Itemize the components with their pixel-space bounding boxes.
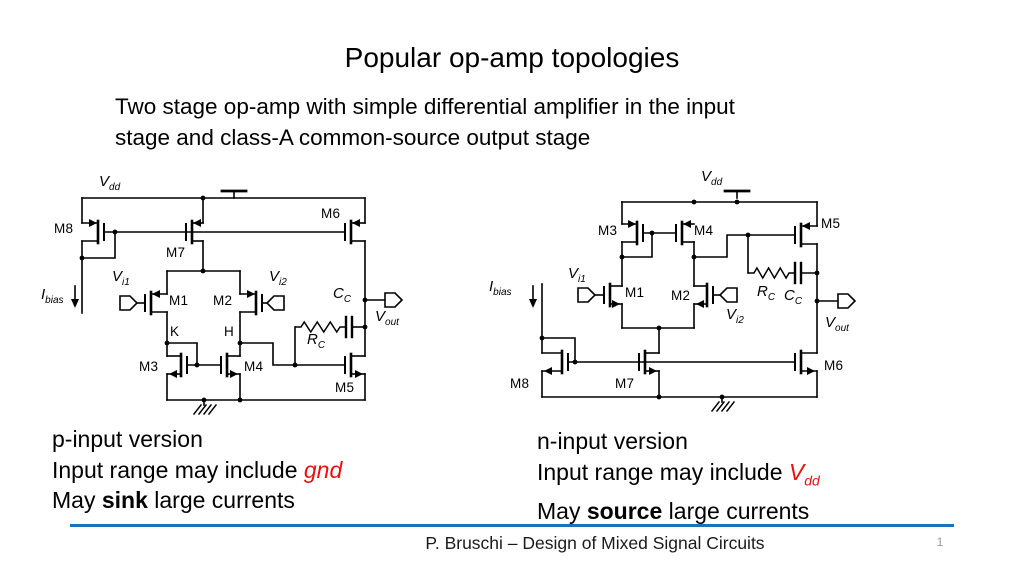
label-left-m1: M1 <box>169 293 189 308</box>
label-left-m6: M6 <box>321 206 341 221</box>
caption-line: Input range may include Vdd <box>537 458 820 489</box>
label-right-ibias: Ibias <box>489 278 512 298</box>
right-circuit-caption: n-input version Input range may include … <box>537 426 820 526</box>
subtitle-line-1: Two stage op-amp with simple differentia… <box>115 94 735 119</box>
label-right-m5: M5 <box>821 216 841 231</box>
slide-subtitle: Two stage op-amp with simple differentia… <box>115 91 735 153</box>
label-left-m8: M8 <box>54 221 74 236</box>
label-right-m4: M4 <box>694 223 714 238</box>
label-right-vi2: Vi2 <box>726 306 744 326</box>
caption-line: Input range may include gnd <box>52 456 343 483</box>
label-right-m6: M6 <box>824 358 844 373</box>
caption-line: May sink large currents <box>52 487 295 513</box>
label-left-rc: RC <box>307 331 326 351</box>
label-right-m2: M2 <box>671 288 691 303</box>
vdd-highlight: Vdd <box>788 458 820 489</box>
label-right-vout: Vout <box>825 314 849 334</box>
label-left-vi1: Vi1 <box>112 268 130 288</box>
label-left-m4: M4 <box>244 359 264 374</box>
footer-divider <box>70 524 954 527</box>
caption-line: n-input version <box>537 428 688 454</box>
right-circuit-schematic <box>529 189 857 413</box>
caption-line: p-input version <box>52 426 203 452</box>
label-right-m7: M7 <box>615 376 635 391</box>
label-left-node-h: H <box>224 324 234 339</box>
left-circuit-caption: p-input version Input range may include … <box>52 424 342 516</box>
page-number: 1 <box>936 535 944 549</box>
label-left-vdd: Vdd <box>99 173 121 193</box>
label-right-m8: M8 <box>510 376 530 391</box>
label-left-cc: CC <box>333 285 352 305</box>
label-left-m7: M7 <box>166 245 186 260</box>
label-left-vi2: Vi2 <box>269 268 287 288</box>
label-left-m3: M3 <box>139 359 159 374</box>
label-left-m5: M5 <box>335 380 355 395</box>
label-right-vdd: Vdd <box>701 168 723 188</box>
label-right-m3: M3 <box>598 223 618 238</box>
label-right-m1: M1 <box>625 285 645 300</box>
label-left-node-k: K <box>170 324 180 339</box>
slide-title: Popular op-amp topologies <box>344 42 680 73</box>
label-right-cc: CC <box>784 287 803 307</box>
gnd-highlight: gnd <box>303 456 343 483</box>
label-left-ibias: Ibias <box>41 286 64 306</box>
subtitle-line-2: stage and class-A common-source output s… <box>115 125 591 150</box>
label-right-rc: RC <box>757 283 776 303</box>
label-left-m2: M2 <box>213 293 233 308</box>
caption-line: May source large currents <box>537 497 810 524</box>
footer-credit: P. Bruschi – Design of Mixed Signal Circ… <box>425 533 765 553</box>
label-left-vout: Vout <box>375 308 399 328</box>
label-right-vi1: Vi1 <box>568 265 586 285</box>
